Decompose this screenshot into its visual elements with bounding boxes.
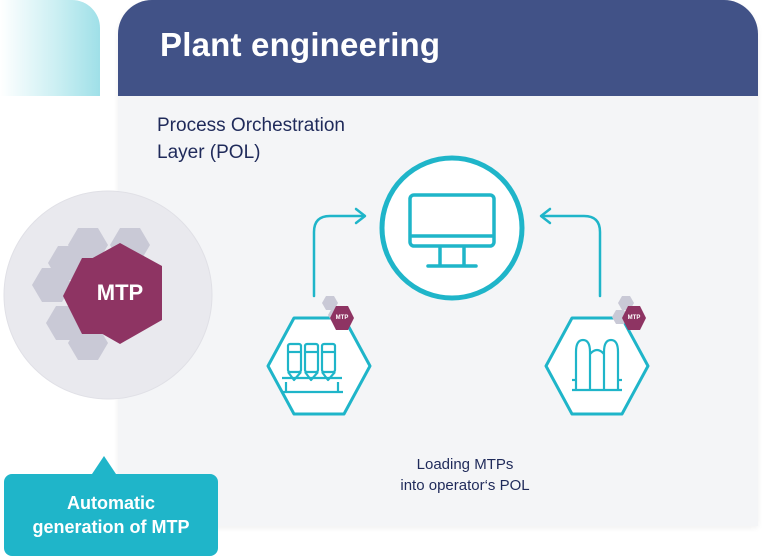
callout-line1: Automatic <box>66 493 155 513</box>
monitor-node <box>379 155 525 301</box>
card-title: Plant engineering <box>160 26 441 63</box>
loading-label-line1: Loading MTPs <box>416 456 514 473</box>
column-module-node <box>544 316 650 416</box>
silo-module-icon <box>281 342 343 394</box>
pol-label-line2: Layer (POL) <box>157 142 261 163</box>
mtp-big-hexagon <box>78 243 162 344</box>
teal-decor-strip <box>0 0 100 96</box>
mtp-small-label-right: MTP <box>627 315 641 321</box>
monitor-icon <box>408 193 496 268</box>
callout-pointer <box>92 456 116 474</box>
right-arrow <box>539 207 602 298</box>
mtp-small-label-left: MTP <box>335 315 349 321</box>
column-module-icon <box>572 338 622 392</box>
callout-line2: generation of MTP <box>32 517 190 537</box>
mtp-small-badge-left <box>322 296 354 330</box>
auto-generation-callout: Automatic generation of MTP <box>4 474 218 556</box>
card-header: Plant engineering <box>118 0 758 96</box>
mtp-small-badge-right <box>612 296 646 330</box>
mtp-label: MTP <box>96 280 144 305</box>
loading-label: Loading MTPs into operator‘s POL <box>370 454 560 496</box>
left-arrow <box>312 207 367 298</box>
pol-label-line1: Process Orchestration <box>157 115 345 136</box>
pol-label: Process Orchestration Layer (POL) <box>157 112 417 166</box>
loading-label-line2: into operator‘s POL <box>400 477 530 494</box>
